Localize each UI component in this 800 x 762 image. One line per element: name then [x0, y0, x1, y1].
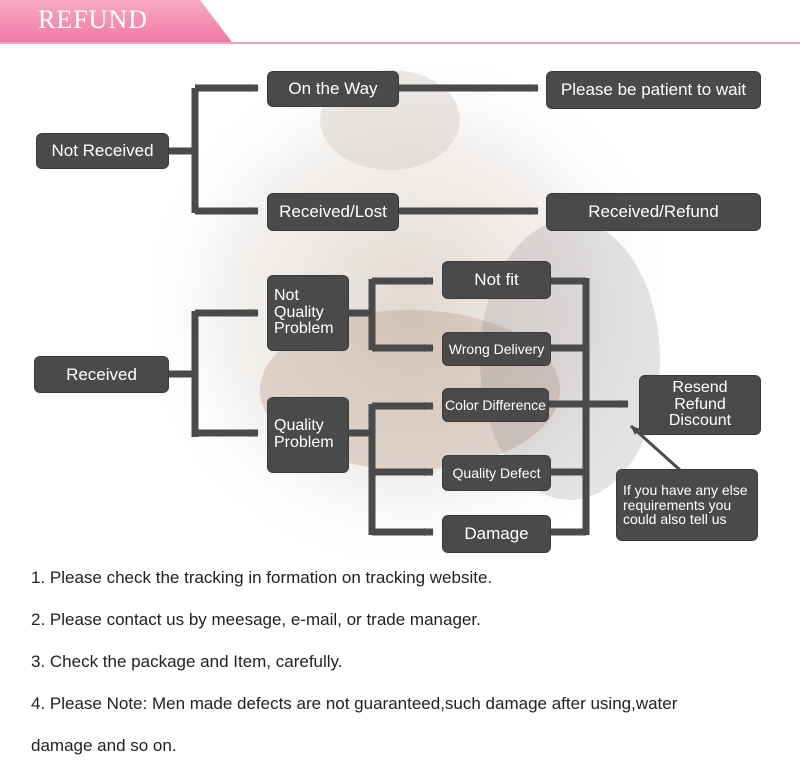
header-tab — [0, 0, 232, 42]
color-difference-node: Color Difference — [443, 389, 548, 421]
note-1: 1. Please check the tracking in formatio… — [31, 568, 493, 587]
not-fit-node: Not fit — [443, 262, 550, 298]
received-node: Received — [35, 357, 168, 392]
not-quality-line-2: Quality — [274, 303, 324, 321]
header-title: REFUND — [38, 5, 149, 34]
note-3: 3. Check the package and Item, carefully… — [31, 652, 343, 671]
not-quality-line-3: Problem — [274, 320, 334, 338]
quality-problem-node: Quality Problem — [268, 398, 348, 472]
resend-label: Resend — [672, 378, 728, 396]
note-5: damage and so on. — [31, 736, 177, 755]
quality-defect-node: Quality Defect — [443, 456, 550, 490]
quality-problem-line-1: Quality — [274, 417, 324, 435]
wrong-delivery-node: Wrong Delivery — [443, 333, 550, 365]
flowchart-connectors — [168, 84, 682, 536]
tell-us-node: If you have any else requirements you co… — [617, 470, 757, 540]
refund-label: Refund — [674, 395, 726, 413]
discount-label: Discount — [668, 412, 732, 430]
on-the-way-node: On the Way — [268, 72, 398, 106]
header-divider — [0, 42, 800, 44]
not-quality-line-1: Not — [274, 286, 299, 304]
tell-us-line-2: requirements you — [623, 496, 732, 513]
not-quality-problem-node: Not Quality Problem — [268, 276, 348, 350]
not-received-node: Not Received — [37, 134, 168, 168]
refund-header: REFUND — [0, 0, 800, 44]
received-lost-node: Received/Lost — [268, 194, 398, 230]
damage-node: Damage — [443, 516, 550, 552]
quality-problem-line-2: Problem — [274, 434, 334, 451]
resend-refund-discount-node: Resend Refund Discount — [640, 376, 760, 434]
please-wait-node: Please be patient to wait — [547, 72, 760, 108]
note-2: 2. Please contact us by meesage, e-mail,… — [31, 610, 481, 629]
tell-us-line-3: could also tell us — [623, 511, 727, 528]
note-4: 4. Please Note: Men made defects are not… — [31, 694, 678, 713]
tell-us-line-1: If you have any else — [623, 481, 748, 498]
received-refund-node: Received/Refund — [547, 194, 760, 230]
